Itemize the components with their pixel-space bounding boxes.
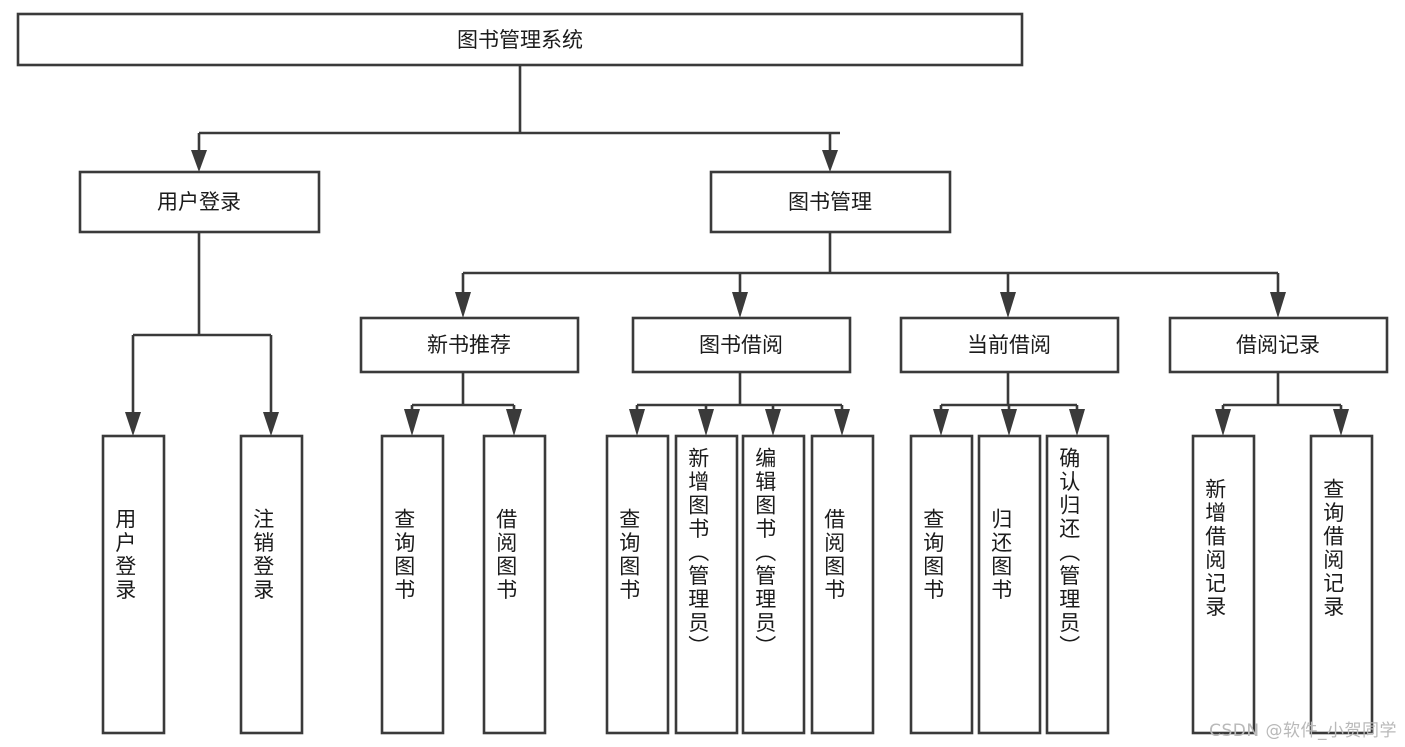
node-book-manage[interactable] [709, 170, 952, 234]
node-leaf-query-book-2[interactable] [605, 434, 670, 735]
arrow-head-leaf-return-book [1001, 409, 1017, 436]
node-current-borrow-label: 当前借阅 [967, 333, 1051, 357]
arrow-head-leaf-borrow-book-1 [506, 409, 522, 436]
node-leaf-user-login[interactable] [101, 434, 166, 735]
arrow-head-leaf-query-book-2 [629, 409, 645, 436]
node-book-borrow[interactable] [631, 316, 852, 374]
arrow-head-leaf-query-book-3 [933, 409, 949, 436]
node-leaf-query-record[interactable] [1309, 434, 1374, 735]
arrow-head-leaf-add-book [698, 409, 714, 436]
node-root-label: 图书管理系统 [457, 28, 583, 52]
arrow-head-leaf-borrow-book-2 [834, 409, 850, 436]
arrow-head-leaf-confirm-return [1069, 409, 1085, 436]
arrow-head-book-borrow [732, 292, 748, 318]
node-leaf-return-book[interactable] [977, 434, 1042, 735]
node-user-login[interactable] [78, 170, 321, 234]
node-root[interactable] [16, 12, 1024, 67]
nodes-layer: 图书管理系统 用户登录 图书管理 新书推荐 图书借阅 当前借阅 借阅记录 [16, 12, 1389, 735]
node-leaf-confirm-return[interactable] [1045, 434, 1110, 735]
node-leaf-add-record[interactable] [1191, 434, 1256, 735]
node-leaf-query-book-3[interactable] [909, 434, 974, 735]
arrow-head-leaf-edit-book [765, 409, 781, 436]
arrow-head-leaf-add-record [1215, 409, 1231, 436]
node-borrow-record-label: 借阅记录 [1236, 333, 1320, 357]
arrow-head-leaf-logout [263, 412, 279, 436]
node-leaf-logout[interactable] [239, 434, 304, 735]
node-book-borrow-label: 图书借阅 [699, 333, 783, 357]
node-current-borrow[interactable] [899, 316, 1120, 374]
node-leaf-query-book-1[interactable] [380, 434, 445, 735]
arrow-head-current-borrow [1000, 292, 1016, 318]
arrow-head-book-manage [822, 150, 838, 172]
node-leaf-add-book[interactable] [674, 434, 739, 735]
node-leaf-borrow-book-2[interactable] [810, 434, 875, 735]
arrow-head-leaf-query-book-1 [404, 409, 420, 436]
node-book-manage-label: 图书管理 [788, 190, 872, 214]
arrow-head-leaf-query-record [1333, 409, 1349, 436]
arrow-head-borrow-record [1270, 292, 1286, 318]
connectors-layer [125, 65, 1349, 436]
node-borrow-record[interactable] [1168, 316, 1389, 374]
arrow-head-user-login [191, 150, 207, 172]
node-leaf-edit-book[interactable] [741, 434, 806, 735]
csdn-watermark: CSDN @软件_小贺同学 [1209, 721, 1397, 741]
node-new-book-rec-label: 新书推荐 [427, 333, 511, 357]
arrow-head-leaf-user-login [125, 412, 141, 436]
node-leaf-borrow-book-1[interactable] [482, 434, 547, 735]
node-user-login-label: 用户登录 [157, 190, 241, 214]
arrow-head-new-book-rec [455, 292, 471, 318]
node-new-book-rec[interactable] [359, 316, 580, 374]
